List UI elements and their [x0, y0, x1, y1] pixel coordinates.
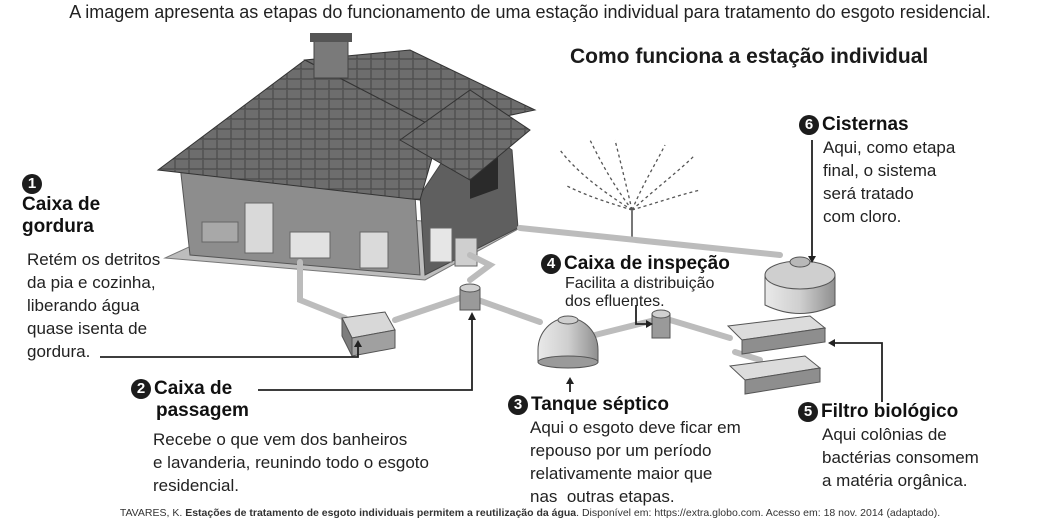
step-desc-line: bactérias consomem	[822, 448, 979, 467]
step-number-badge: 2	[131, 378, 151, 399]
step-desc-line: da pia e cozinha,	[27, 273, 156, 292]
step-desc-line: Recebe o que vem dos banheiros	[153, 430, 408, 449]
step-desc-line: gordura.	[27, 342, 91, 361]
source-work-title: Estações de tratamento de esgoto individ…	[185, 507, 577, 519]
step-desc-line: dos efluentes.	[565, 293, 665, 310]
step-desc-line: a matéria orgânica.	[822, 471, 968, 490]
step-name-line2: passagem	[156, 400, 249, 421]
step-name-line2: gordura	[22, 216, 94, 237]
intro-text: A imagem apresenta as etapas do funciona…	[69, 2, 991, 22]
step-desc-line: Aqui colônias de	[822, 425, 947, 444]
diagram-title: Como funciona a estação individual	[570, 45, 929, 68]
step-name-line1: Caixa de	[22, 194, 101, 215]
step-desc-line: final, o sistema	[823, 161, 937, 180]
step-name-line1: Caixa de	[154, 378, 233, 399]
step-name: Filtro biológico	[821, 401, 959, 422]
step-number-badge: 3	[508, 394, 528, 415]
step-desc-line: liberando água	[27, 296, 140, 315]
step-desc-line: residencial.	[153, 476, 239, 495]
house-illustration	[156, 33, 537, 281]
step-desc-line: e lavanderia, reunindo todo o esgoto	[153, 453, 429, 472]
cistern-illustration	[764, 256, 836, 314]
callout-lines	[100, 140, 883, 402]
source-author: TAVARES, K.	[119, 507, 186, 519]
step-desc-line: quase isenta de	[27, 319, 148, 338]
step-desc-line: será tratado	[823, 184, 914, 203]
step-desc-line: repouso por um período	[530, 441, 712, 460]
septic-tank-illustration	[537, 315, 599, 369]
grease-box-illustration	[341, 311, 396, 357]
step-desc-line: nas outras etapas.	[530, 487, 675, 506]
biological-filter-illustration	[726, 315, 827, 395]
step-1-caixa-de-gordura: 1 Caixa de gordura Retém os detritos da …	[22, 174, 182, 363]
step-number-badge: 5	[798, 401, 818, 422]
passage-box-illustration	[459, 283, 481, 311]
step-desc-line: Aqui, como etapa	[823, 138, 956, 157]
callout-arrowheads	[354, 256, 835, 384]
step-desc-line: com cloro.	[823, 207, 902, 226]
step-desc-line: Retém os detritos	[27, 250, 161, 269]
step-name: Tanque séptico	[531, 394, 669, 415]
sprinkler-illustration	[559, 139, 701, 240]
inspection-box-illustration	[651, 309, 671, 339]
step-desc-line: Aqui o esgoto deve ficar em	[530, 418, 741, 437]
source-citation: TAVARES, K. Estações de tratamento de es…	[0, 507, 1060, 519]
step-name: Cisternas	[822, 114, 909, 135]
step-number-badge: 6	[799, 114, 819, 135]
step-desc-line: relativamente maior que	[530, 464, 713, 483]
step-desc-line: Facilita a distribuição	[565, 275, 715, 292]
pipes	[297, 225, 783, 363]
step-number-badge: 1	[22, 174, 42, 194]
step-name: Caixa de inspeção	[564, 253, 730, 274]
step-number-badge: 4	[541, 253, 561, 274]
source-details: . Disponível em: https://extra.globo.com…	[576, 507, 941, 519]
